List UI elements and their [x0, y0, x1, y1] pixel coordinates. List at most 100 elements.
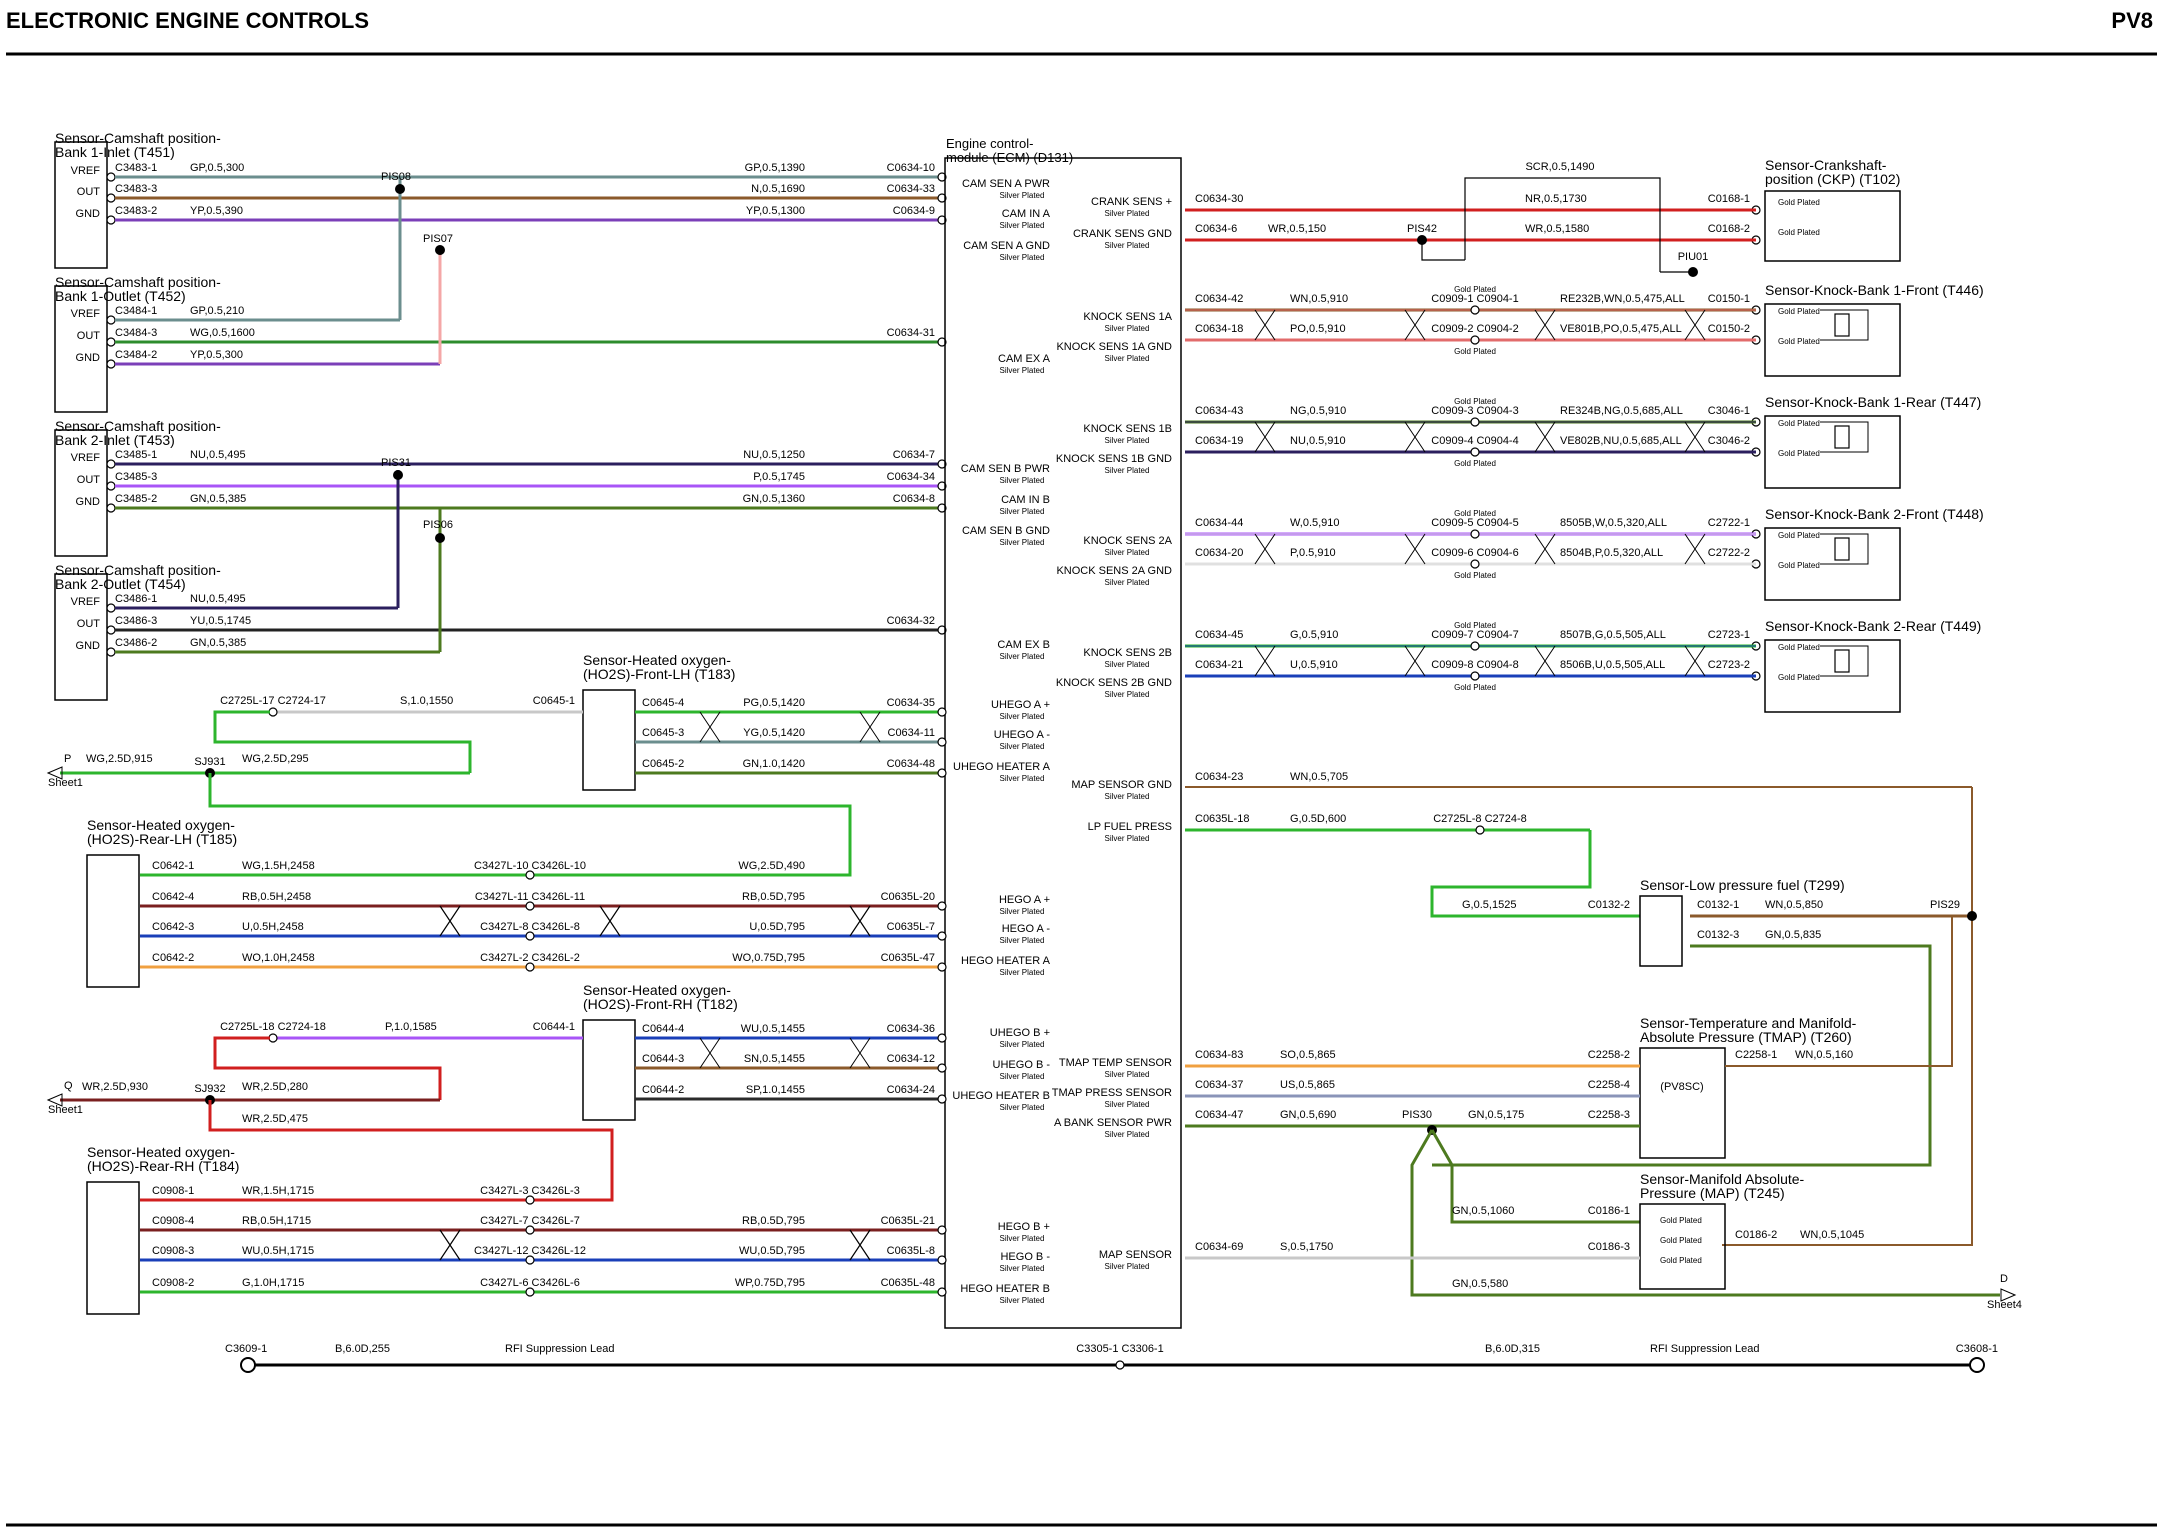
inline-connector — [1470, 447, 1480, 457]
connector-label: C2258-4 — [1588, 1079, 1630, 1091]
inline-connector-label: C0909-8 C0904-8 — [1431, 659, 1518, 671]
connector-label: C2258-1 — [1735, 1049, 1777, 1061]
pin-label: GND — [76, 496, 101, 508]
terminal — [937, 1225, 947, 1235]
connector-label: C0634-37 — [1195, 1079, 1243, 1091]
ecm-pin-sub: Silver Plated — [1000, 774, 1045, 783]
pin-sub: Gold Plated — [1778, 337, 1820, 346]
wire-spec: WN,0.5,705 — [1290, 771, 1348, 783]
ecm-pin-sub: Silver Plated — [1000, 1234, 1045, 1243]
wire-spec: GN,0.5,580 — [1452, 1278, 1508, 1290]
wire-spec: P,0.5,910 — [1290, 547, 1336, 559]
inline-connector — [525, 1195, 535, 1205]
connector-label: C0634-21 — [1195, 659, 1243, 671]
wire-spec: WR,0.5,1580 — [1525, 223, 1589, 235]
wire — [1430, 830, 1640, 918]
pin-sub: Gold Plated — [1454, 347, 1496, 356]
ecm-pin-label: KNOCK SENS 2A — [1083, 535, 1172, 547]
offsheet-arrow — [46, 766, 63, 780]
terminal — [106, 359, 116, 369]
connector-label: C0634-23 — [1195, 771, 1243, 783]
pin-sub: Gold Plated — [1778, 561, 1820, 570]
wire-spec: GP,0.5,300 — [190, 162, 244, 174]
wire-spec: RFI Suppression Lead — [1650, 1343, 1759, 1355]
ecm-pin-sub: Silver Plated — [1000, 1040, 1045, 1049]
splice-label: PIS08 — [381, 171, 411, 183]
inline-connector-label: C3427L-12 C3426L-12 — [474, 1245, 586, 1257]
connector-label: C2723-1 — [1708, 629, 1750, 641]
component-label: Sensor-Manifold Absolute- — [1640, 1171, 1805, 1187]
ecm-pin-label: HEGO HEATER A — [961, 955, 1051, 967]
ecm-pin-label: TMAP PRESS SENSOR — [1052, 1087, 1172, 1099]
connector-label: C0634-12 — [887, 1053, 935, 1065]
terminal — [106, 215, 116, 225]
wire-spec: B,6.0D,255 — [335, 1343, 390, 1355]
connector-label: C0634-36 — [887, 1023, 935, 1035]
terminal — [106, 172, 116, 182]
wire-spec: VE801B,PO,0.5,475,ALL — [1560, 323, 1682, 335]
terminal — [937, 337, 947, 347]
inline-connector-label: C3305-1 C3306-1 — [1076, 1343, 1163, 1355]
sensor-symbol — [1834, 313, 1850, 337]
ecm-pin-sub: Silver Plated — [1000, 968, 1045, 977]
shield — [1421, 240, 1465, 261]
pin-sub: Gold Plated — [1778, 673, 1820, 682]
ecm-pin-sub: Silver Plated — [1105, 436, 1150, 445]
ecm-pin-sub: Silver Plated — [1105, 690, 1150, 699]
inline-connector — [1475, 825, 1485, 835]
ecm-pin-sub: Silver Plated — [1105, 1070, 1150, 1079]
ecm-pin-label: UHEGO B + — [990, 1027, 1050, 1039]
component-label: Sensor-Knock-Bank 2-Front (T448) — [1765, 506, 1984, 522]
component-label: Absolute Pressure (TMAP) (T260) — [1640, 1029, 1852, 1045]
ecm-pin-sub: Silver Plated — [1000, 652, 1045, 661]
inline-connector-label: C0909-5 C0904-5 — [1431, 517, 1518, 529]
inline-connector-label: C0909-1 C0904-1 — [1431, 293, 1518, 305]
wire-spec: GP,0.5,210 — [190, 305, 244, 317]
inline-connector — [525, 1255, 535, 1265]
ecm-label: module (ECM) (D131) — [946, 150, 1073, 165]
sensor-symbol — [1820, 533, 1869, 565]
component-label: Bank 2-Outlet (T454) — [55, 576, 186, 592]
component-label: Sensor-Knock-Bank 2-Rear (T449) — [1765, 618, 1981, 634]
connector-label: C0635L-47 — [881, 952, 935, 964]
wire-spec: SP,1.0,1455 — [746, 1084, 805, 1096]
wire-spec: RFI Suppression Lead — [505, 1343, 614, 1355]
component-label: Pressure (MAP) (T245) — [1640, 1185, 1785, 1201]
inline-connector — [1470, 335, 1480, 345]
connector-label: C3486-3 — [115, 615, 157, 627]
ecm-pin-label: CAM SEN A PWR — [962, 178, 1050, 190]
twist — [439, 905, 871, 937]
connector-label: C3485-2 — [115, 493, 157, 505]
twist — [1254, 645, 1706, 677]
connector-label: C0634-30 — [1195, 193, 1243, 205]
connector-label: C0150-2 — [1708, 323, 1750, 335]
camshaft-sensor-box — [54, 573, 108, 701]
connector-label: C2722-2 — [1708, 547, 1750, 559]
wire-spec: PG,0.5,1420 — [743, 697, 805, 709]
knock-sensor-box — [1764, 415, 1901, 489]
wire — [213, 1036, 442, 1100]
wire-spec: WO,0.75D,795 — [732, 952, 805, 964]
wire-spec: YP,0.5,390 — [190, 205, 243, 217]
o2-sensor-box — [582, 689, 636, 791]
wire-spec: NU,0.5,495 — [190, 449, 246, 461]
twist — [1254, 421, 1706, 453]
splice-label: PIS31 — [381, 457, 411, 469]
connector-label: C0150-1 — [1708, 293, 1750, 305]
ecm-pin-label: UHEGO A - — [994, 729, 1051, 741]
ecm-pin-label: CAM EX B — [997, 639, 1050, 651]
terminal — [937, 625, 947, 635]
connector-label: C0634-11 — [888, 727, 936, 739]
terminal — [937, 737, 947, 747]
connector-label: C3046-1 — [1708, 405, 1750, 417]
inline-connector — [1470, 641, 1480, 651]
wire-spec: GN,1.0,1420 — [743, 758, 805, 770]
connector-label: C3486-1 — [115, 593, 157, 605]
inline-connector-label: C0909-7 C0904-7 — [1431, 629, 1518, 641]
wire-spec: GN,0.5,690 — [1280, 1109, 1336, 1121]
wire-spec: VE802B,NU,0.5,685,ALL — [1560, 435, 1682, 447]
ecm-pin-sub: Silver Plated — [1105, 834, 1150, 843]
connector-label: C3483-3 — [115, 183, 157, 195]
sensor-symbol — [1834, 425, 1850, 449]
inline-connector — [525, 1225, 535, 1235]
